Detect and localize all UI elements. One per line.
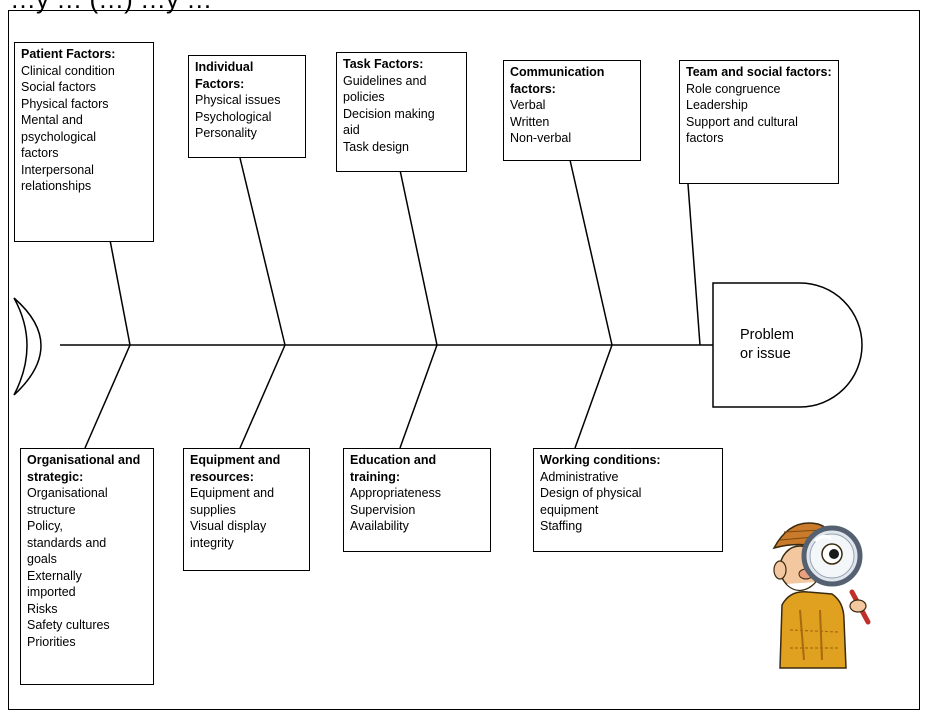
bone-equipment bbox=[239, 344, 286, 449]
box-item: Externally bbox=[27, 568, 82, 583]
box-individual-factors: Individual Factors: Physical issues Psyc… bbox=[188, 55, 306, 158]
box-heading: Working conditions: bbox=[540, 453, 661, 467]
box-item: Organisational bbox=[27, 486, 108, 500]
box-item: integrity bbox=[190, 535, 234, 550]
detective-with-magnifying-glass-icon bbox=[772, 522, 871, 669]
box-equipment-resources: Equipment and resources: Equipment and s… bbox=[183, 448, 310, 571]
box-item: Role congruence bbox=[686, 81, 781, 96]
box-heading: Organisational and strategic: bbox=[27, 453, 141, 484]
box-item: Priorities bbox=[27, 634, 76, 649]
box-item: policies bbox=[343, 90, 385, 104]
box-item: Design of physical bbox=[540, 486, 642, 500]
box-item: Safety cultures bbox=[27, 618, 110, 632]
box-item: Visual display bbox=[190, 519, 267, 533]
box-item: Leadership bbox=[686, 98, 748, 112]
box-item: supplies bbox=[190, 502, 236, 517]
box-heading: Communication factors: bbox=[510, 65, 605, 96]
partial-title: …y … (…) …y … bbox=[10, 0, 212, 12]
box-item: relationships bbox=[21, 179, 92, 193]
box-heading: Equipment and resources: bbox=[190, 453, 281, 484]
box-communication-factors: Communication factors: Verbal Written No… bbox=[503, 60, 641, 161]
box-item: Staffing bbox=[540, 519, 583, 533]
bone-task bbox=[399, 169, 438, 346]
box-item: goals bbox=[27, 552, 57, 566]
box-item: imported bbox=[27, 585, 76, 599]
box-item: Interpersonal bbox=[21, 162, 94, 177]
bone-working bbox=[574, 344, 613, 449]
box-item: Social factors bbox=[21, 80, 97, 94]
bone-team bbox=[687, 183, 701, 346]
box-item: Verbal bbox=[510, 98, 546, 112]
box-item: Clinical condition bbox=[21, 63, 115, 78]
box-heading: Education and training: bbox=[350, 453, 437, 484]
bone-communication bbox=[569, 159, 613, 346]
box-working-conditions: Working conditions: Administrative Desig… bbox=[533, 448, 723, 552]
box-item: Risks bbox=[27, 601, 58, 616]
box-heading: Team and social factors: bbox=[686, 65, 832, 79]
box-item: factors bbox=[686, 131, 724, 145]
bone-individual bbox=[239, 157, 286, 346]
box-item: Mental and bbox=[21, 113, 83, 127]
box-heading: Individual Factors: bbox=[195, 60, 254, 91]
fish-tail-icon bbox=[13, 297, 42, 396]
box-item: factors bbox=[21, 146, 59, 160]
box-item: Policy, bbox=[27, 519, 63, 533]
box-item: Supervision bbox=[350, 502, 416, 517]
box-heading: Patient Factors: bbox=[21, 47, 116, 61]
bone-organisational bbox=[84, 344, 131, 449]
box-item: aid bbox=[343, 123, 360, 137]
box-item: Decision making bbox=[343, 106, 435, 121]
box-item: Guidelines and bbox=[343, 73, 427, 88]
box-item: Equipment and bbox=[190, 486, 275, 500]
box-item: Support and cultural bbox=[686, 114, 798, 129]
box-item: structure bbox=[27, 502, 76, 517]
box-item: Task design bbox=[343, 139, 410, 154]
box-item: Availability bbox=[350, 519, 409, 533]
box-education-training: Education and training: Appropriateness … bbox=[343, 448, 491, 552]
box-item: equipment bbox=[540, 502, 599, 517]
box-item: Personality bbox=[195, 126, 257, 140]
box-item: Administrative bbox=[540, 469, 619, 484]
box-item: Written bbox=[510, 114, 550, 129]
box-heading: Task Factors: bbox=[343, 57, 424, 71]
box-item: Physical issues bbox=[195, 93, 281, 107]
box-task-factors: Task Factors: Guidelines and policies De… bbox=[336, 52, 467, 172]
box-item: psychological bbox=[21, 129, 97, 144]
box-organisational-strategic: Organisational and strategic: Organisati… bbox=[20, 448, 154, 685]
box-patient-factors: Patient Factors: Clinical condition Soci… bbox=[14, 42, 154, 242]
fish-head bbox=[712, 282, 863, 408]
box-team-social-factors: Team and social factors: Role congruence… bbox=[679, 60, 839, 184]
bone-patient bbox=[109, 239, 131, 346]
box-item: Appropriateness bbox=[350, 486, 442, 500]
box-item: Psychological bbox=[195, 109, 272, 124]
box-item: Physical factors bbox=[21, 96, 109, 111]
box-item: standards and bbox=[27, 535, 107, 550]
box-item: Non-verbal bbox=[510, 131, 572, 145]
bone-education bbox=[399, 344, 438, 449]
problem-label: Problem or issue bbox=[740, 327, 794, 362]
